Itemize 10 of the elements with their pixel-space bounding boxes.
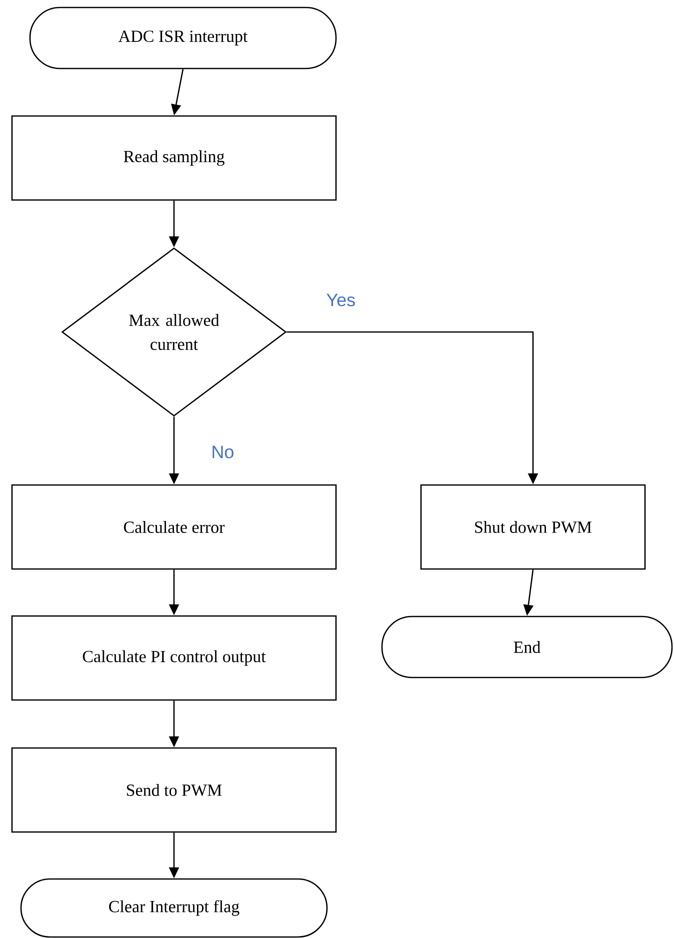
terminal-box: End	[381, 616, 673, 678]
process-box: Read sampling	[11, 115, 337, 201]
process-box: Send to PWM	[11, 747, 337, 833]
edge-label: Yes	[326, 294, 355, 306]
edge-label: No	[212, 446, 234, 458]
process-box: Shut down PWM	[420, 484, 646, 570]
process-box: Calculate PI control output	[11, 615, 337, 701]
process-box: Calculate error	[11, 484, 337, 570]
terminal-box: Clear Interrupt flag	[20, 878, 328, 938]
terminal-box: ADC ISR interrupt	[29, 6, 337, 70]
